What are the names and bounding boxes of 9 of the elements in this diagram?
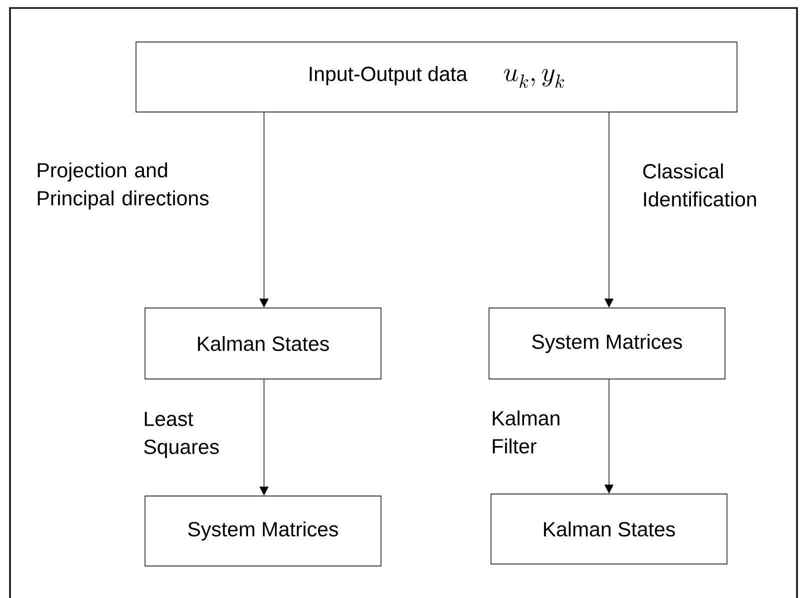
process-box: System Matrices — [144, 496, 382, 566]
edge-label: Kalman Filter — [492, 410, 560, 454]
edge-label: Least Squares — [144, 412, 219, 458]
process-box: Kalman States — [490, 494, 728, 564]
edge-label: Classical Identification — [643, 163, 756, 207]
edge-label: Projection and Principal directions — [38, 162, 209, 210]
data-box: Input-Output data $u_{k}, y_{k}$ — [136, 42, 738, 112]
process-box: Kalman States — [144, 308, 382, 380]
process-box: System Matrices — [488, 308, 726, 380]
